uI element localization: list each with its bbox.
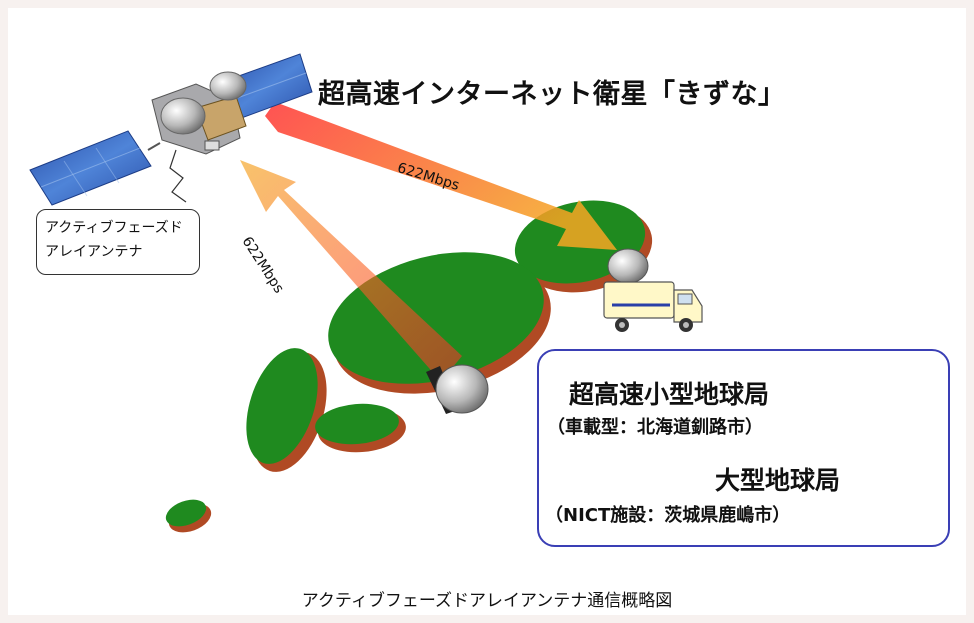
legend-box: 超高速小型地球局 （車載型：北海道釧路市） 大型地球局 （NICT施設：茨城県鹿… <box>537 349 950 547</box>
legend-small-station-subtitle: （車載型：北海道釧路市） <box>547 417 763 438</box>
callout-line-1: アクティブフェーズド <box>45 220 183 236</box>
island-okinawa <box>165 499 212 533</box>
figure-caption: アクティブフェーズドアレイアンテナ通信概略図 <box>301 591 673 611</box>
antenna-callout: アクティブフェーズド アレイアンテナ <box>36 209 200 275</box>
legend-small-station-title: 超高速小型地球局 <box>569 380 770 409</box>
uplink-beam <box>240 160 462 376</box>
van-earth-station-map <box>603 248 703 332</box>
callout-line-2: アレイアンテナ <box>45 244 143 260</box>
island-shikoku <box>315 403 406 453</box>
legend-large-station-subtitle: （NICT施設：茨城県鹿嶋市） <box>545 505 791 526</box>
island-kyushu-west <box>246 348 327 472</box>
downlink-beam <box>265 102 617 250</box>
diagram-title: 超高速インターネット衛星「きずな」 <box>318 79 786 110</box>
large-dish-map <box>426 364 489 414</box>
satellite-kizuna <box>29 53 313 206</box>
legend-large-station-title: 大型地球局 <box>715 466 841 495</box>
